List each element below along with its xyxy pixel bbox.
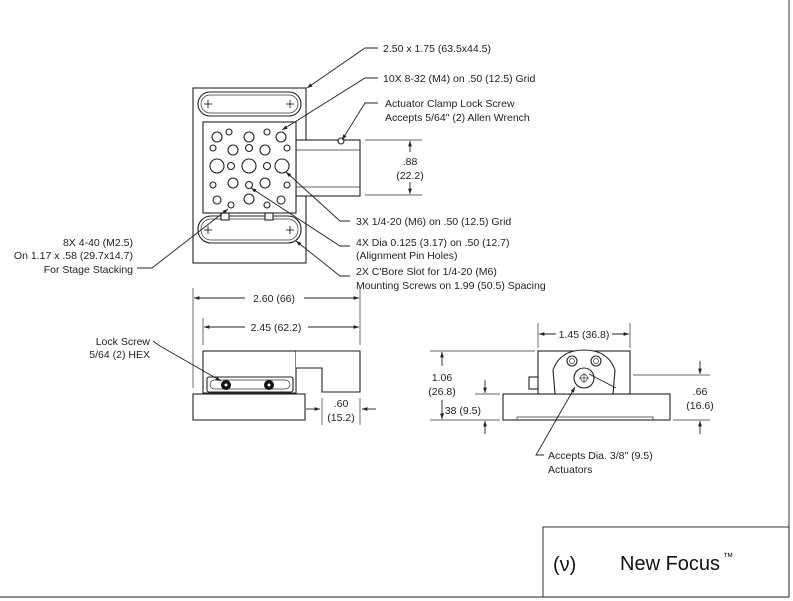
stacking-line2: On 1.17 x .58 (29.7x14.7)	[14, 250, 133, 262]
actuator-housing-side	[296, 350, 361, 393]
dim-260: 2.60 (66)	[253, 293, 295, 305]
crosshair-icon	[579, 373, 589, 383]
front-view: 1.45 (36.8) 1.06 (26.8) .38 (9.5) .66 (1…	[428, 323, 714, 434]
dim-038: .38 (9.5)	[442, 405, 481, 417]
top-view	[192, 87, 361, 264]
size-label: 2.50 x 1.75 (63.5x44.5)	[383, 43, 491, 55]
base-front	[502, 393, 671, 421]
dim-106-mm: (26.8)	[428, 386, 455, 398]
dim-088: .88	[403, 156, 418, 168]
stacking-line3: For Stage Stacking	[44, 264, 133, 276]
plus-mark	[286, 226, 294, 234]
logo-brand: New Focus	[620, 553, 720, 575]
clamp-label-line1: Actuator Clamp Lock Screw	[385, 98, 515, 110]
cbore-slot-top	[197, 91, 302, 117]
dim-066: .66	[693, 386, 708, 398]
dim-060-mm: (15.2)	[327, 412, 354, 424]
dim-106: 1.06	[432, 372, 453, 384]
base-side	[192, 393, 306, 421]
side-view: 2.60 (66) 2.45 (62.2) .60 (15.2)	[192, 288, 376, 425]
plus-mark	[286, 100, 294, 108]
lock-knob	[528, 376, 539, 390]
dim-066-mm: (16.6)	[686, 400, 713, 412]
cbore-line1: 2X C'Bore Slot for 1/4-20 (M6)	[356, 266, 497, 278]
dim-060: .60	[334, 398, 349, 410]
holes-8-32-label: 10X 8-32 (M4) on .50 (12.5) Grid	[383, 73, 535, 85]
pin-holes-line1: 4X Dia 0.125 (3.17) on .50 (12.7)	[356, 237, 510, 249]
actuator-line1: Accepts Dia. 3/8" (9.5)	[548, 450, 653, 462]
actuator-housing	[295, 139, 361, 197]
lock-screw-line1: Lock Screw	[96, 336, 151, 348]
clamp-label-line2: Accepts 5/64" (2) Allen Wrench	[385, 112, 530, 124]
actuator-line2: Actuators	[548, 464, 592, 476]
dim-088-mm: (22.2)	[396, 170, 423, 182]
pin-holes-line2: (Alignment Pin Holes)	[356, 250, 458, 262]
logo-mark: (ν)	[553, 554, 576, 576]
new-focus-logo: (ν) New Focus ™	[542, 526, 790, 598]
lock-screw-line2: 5/64 (2) HEX	[89, 349, 150, 361]
plus-mark	[204, 100, 212, 108]
hole-grid	[209, 128, 291, 209]
dim-245: 2.45 (62.2)	[251, 322, 302, 334]
logo-trademark: ™	[723, 551, 734, 563]
dim-145: 1.45 (36.8)	[559, 329, 610, 341]
cbore-slot-bottom	[197, 215, 302, 244]
holes-1-4-20-label: 3X 1/4-20 (M6) on .50 (12.5) Grid	[356, 216, 511, 228]
cbore-line2: Mounting Screws on 1.99 (50.5) Spacing	[356, 280, 546, 292]
plus-mark	[204, 226, 212, 234]
stacking-line1: 8X 4-40 (M2.5)	[63, 237, 133, 249]
